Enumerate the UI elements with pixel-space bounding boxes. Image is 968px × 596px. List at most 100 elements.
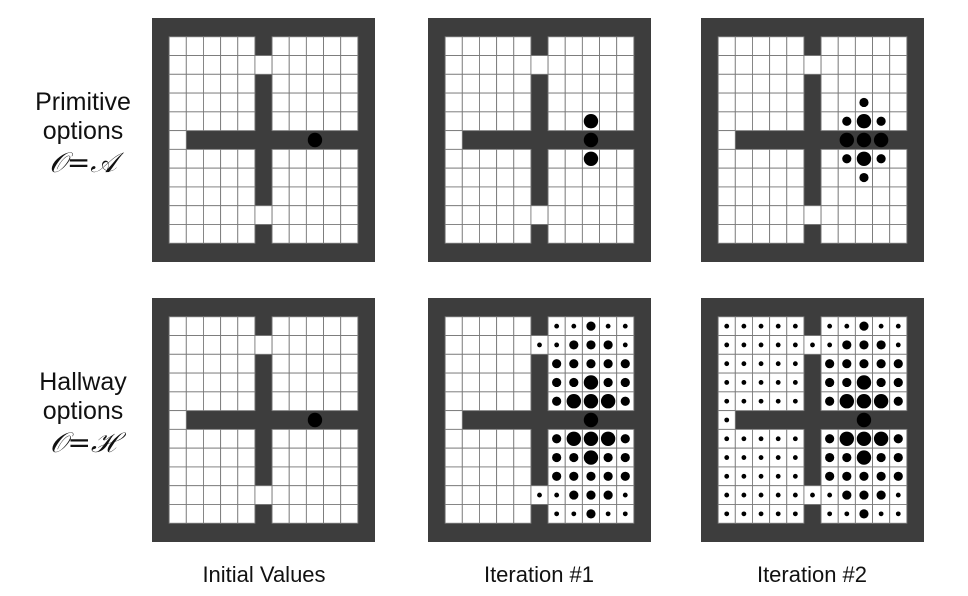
value-dot-medium xyxy=(876,452,886,463)
grid-cell xyxy=(168,205,187,225)
grid-cell xyxy=(203,36,222,56)
grid-cell xyxy=(254,205,273,225)
grid-cell xyxy=(820,148,839,169)
grid-cell xyxy=(237,353,256,374)
value-dot-medium xyxy=(603,452,613,463)
grid-cell xyxy=(496,316,515,336)
value-dot-medium xyxy=(893,471,903,481)
grid-cell xyxy=(872,55,891,75)
grid-cell xyxy=(444,111,463,132)
grid-cell xyxy=(185,55,204,75)
value-dot-medium xyxy=(620,359,630,369)
value-dot-small xyxy=(741,511,747,517)
grid-cell xyxy=(237,186,256,207)
value-dot-small xyxy=(792,473,798,479)
grid-cell xyxy=(547,167,566,188)
grid-cell xyxy=(479,504,498,524)
grid-cell xyxy=(323,111,342,132)
grid-cell xyxy=(185,372,204,393)
value-dot-small xyxy=(741,342,747,348)
value-dot-medium xyxy=(859,471,869,481)
grid-cell xyxy=(564,55,583,75)
gridworld-panel-primitive-iter2 xyxy=(701,18,924,262)
grid-cell xyxy=(496,466,515,487)
grid-cell xyxy=(717,73,736,94)
value-dot-medium xyxy=(552,452,562,463)
value-dot-medium xyxy=(620,452,630,463)
value-dot-large xyxy=(583,450,599,465)
grid-cell xyxy=(820,186,839,207)
grid-cell xyxy=(237,224,256,244)
grid-cell xyxy=(872,73,891,94)
value-dot-small xyxy=(741,473,747,479)
grid-cell xyxy=(581,205,600,225)
grid-cell xyxy=(769,36,788,56)
value-dot-medium xyxy=(569,359,579,369)
grid-cell xyxy=(288,335,307,355)
grid-cell xyxy=(444,92,463,113)
value-dot-small xyxy=(895,323,901,329)
grid-cell xyxy=(271,148,290,169)
grid-cell xyxy=(734,167,753,188)
grid-cell xyxy=(513,447,532,468)
grid-cell xyxy=(340,372,359,393)
grid-cell xyxy=(564,36,583,56)
grid-cell xyxy=(323,186,342,207)
grid-cell xyxy=(496,205,515,225)
value-dot-small xyxy=(537,492,542,498)
grid-cell xyxy=(564,205,583,225)
grid-cell xyxy=(717,36,736,56)
grid-cell xyxy=(168,111,187,132)
value-dot-small xyxy=(622,342,628,348)
grid-cell xyxy=(889,36,908,56)
grid-cell xyxy=(185,428,204,449)
grid-cell xyxy=(581,92,600,113)
grid-cell xyxy=(203,428,222,449)
grid-cell xyxy=(185,316,204,336)
grid-cell xyxy=(479,335,498,355)
grid-cell xyxy=(547,55,566,75)
grid-cell xyxy=(769,205,788,225)
grid-cell xyxy=(288,316,307,336)
grid-cell xyxy=(203,335,222,355)
grid-cell xyxy=(168,485,187,505)
grid-cell xyxy=(203,92,222,113)
value-dot-medium xyxy=(552,471,562,481)
grid-cell xyxy=(271,167,290,188)
grid-cell xyxy=(872,205,891,225)
grid-cell xyxy=(305,167,324,188)
grid-cell xyxy=(220,73,239,94)
grid-cell xyxy=(237,316,256,336)
grid-cell xyxy=(461,466,480,487)
grid-cell xyxy=(461,485,480,505)
grid-cell xyxy=(237,92,256,113)
grid-cell xyxy=(496,504,515,524)
grid-cell xyxy=(220,111,239,132)
grid-cell xyxy=(168,410,187,430)
grid-cell xyxy=(513,148,532,169)
grid-cell xyxy=(220,372,239,393)
grid-cell xyxy=(564,167,583,188)
grid-cell xyxy=(203,148,222,169)
grid-cell xyxy=(220,92,239,113)
grid-cell xyxy=(168,504,187,524)
row-label-line2: options xyxy=(42,117,124,145)
grid-cell xyxy=(340,36,359,56)
grid-cell xyxy=(461,353,480,374)
grid-cell xyxy=(461,148,480,169)
grid-cell xyxy=(734,186,753,207)
value-dot-large xyxy=(583,412,599,428)
grid-cell xyxy=(323,167,342,188)
grid-cell xyxy=(340,205,359,225)
grid-cell xyxy=(820,73,839,94)
grid-cell xyxy=(220,485,239,505)
grid-cell xyxy=(237,111,256,132)
grid-cell xyxy=(547,111,566,132)
grid-cell xyxy=(513,335,532,355)
grid-cell xyxy=(479,55,498,75)
grid-cell xyxy=(340,55,359,75)
grid-cell xyxy=(323,485,342,505)
grid-cell xyxy=(717,224,736,244)
value-dot-small xyxy=(724,398,730,404)
grid-cell xyxy=(496,224,515,244)
